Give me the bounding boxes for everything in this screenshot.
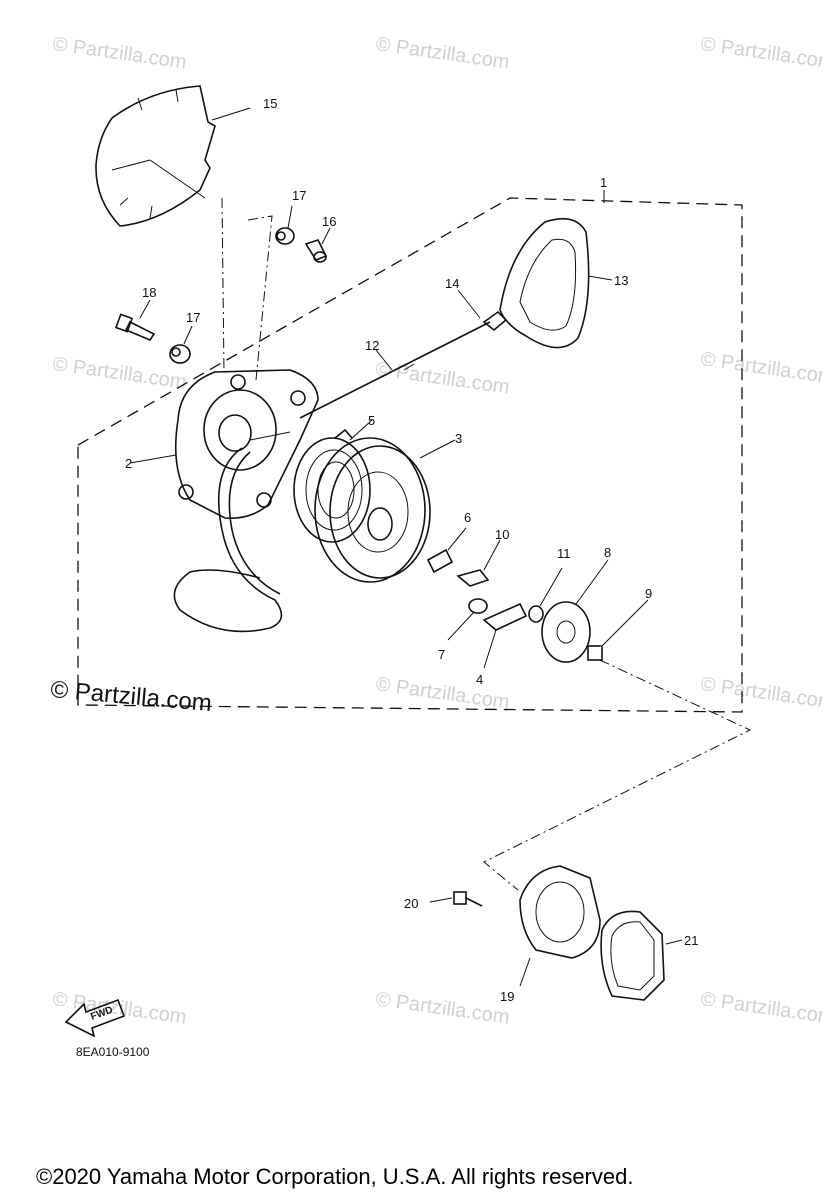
watermark: © Partzilla.com (699, 673, 823, 714)
callout-label: 18 (142, 285, 156, 300)
watermarks: © Partzilla.com © Partzilla.com © Partzi… (51, 33, 823, 1029)
part-12-rope (299, 321, 491, 419)
part-4-guide (482, 602, 528, 669)
part-9-bolt (587, 599, 649, 661)
callout-label: 17 (186, 310, 200, 325)
callout-label: 5 (368, 413, 375, 428)
watermark: © Partzilla.com (374, 673, 511, 714)
watermark: © Partzilla.com (374, 988, 511, 1029)
callout-label: 8 (604, 545, 611, 560)
callout-label: 21 (684, 933, 698, 948)
callout-label: 3 (455, 431, 462, 446)
callout-label: 7 (438, 647, 445, 662)
copyright-text: ©2020 Yamaha Motor Corporation, U.S.A. A… (36, 1164, 633, 1189)
watermark: © Partzilla.com (374, 33, 511, 74)
callout-label: 10 (495, 527, 509, 542)
watermark: © Partzilla.com (699, 348, 823, 389)
assembly-boundary (77, 197, 743, 713)
watermark: © Partzilla.com (699, 33, 823, 74)
part-2-housing (129, 369, 319, 520)
watermark: © Partzilla.com (51, 353, 188, 394)
part-20-bolt (429, 891, 483, 907)
part-8-plate (541, 559, 609, 663)
part-21-gasket (600, 910, 683, 1001)
callout-label: 12 (365, 338, 379, 353)
part-16-bushing (304, 227, 331, 263)
watermark: © Partzilla.com (51, 988, 188, 1029)
callout-label: 17 (292, 188, 306, 203)
part-17-collar (275, 205, 295, 245)
part-14-knot (457, 289, 508, 332)
callouts: 1 2 3 4 5 6 7 8 9 10 11 12 13 14 15 16 1… (125, 96, 698, 1004)
callout-label: 2 (125, 456, 132, 471)
part-5-spring (293, 419, 373, 543)
part-6-spring (426, 527, 467, 574)
wire-harness (173, 447, 283, 633)
part-19-cover (519, 865, 601, 987)
callout-label: 13 (614, 273, 628, 288)
watermark: © Partzilla.com (699, 988, 823, 1029)
part-15-decal (95, 85, 251, 227)
watermark: © Partzilla.com (374, 358, 511, 399)
part-18-bolt (114, 299, 156, 341)
part-11-washer (528, 567, 563, 623)
callout-label: 15 (263, 96, 277, 111)
part-7-spring (447, 598, 488, 641)
callout-label: 4 (476, 672, 483, 687)
callout-label: 16 (322, 214, 336, 229)
part-17-collar-lower (169, 325, 193, 364)
callout-label: 9 (645, 586, 652, 601)
diagram-code: 8EA010-9100 (76, 1045, 150, 1059)
connection-line (483, 659, 752, 891)
part-10-pawl (456, 539, 501, 587)
watermark: © Partzilla.com (51, 33, 188, 74)
callout-label: 19 (500, 989, 514, 1004)
callout-label: 1 (600, 175, 607, 190)
connection-line (247, 215, 273, 381)
part-3-pulley (314, 437, 456, 583)
callout-label: 14 (445, 276, 459, 291)
callout-label: 11 (557, 546, 571, 561)
connection-line (221, 197, 225, 373)
part-13-handle (499, 217, 613, 349)
callout-label: 6 (464, 510, 471, 525)
callout-label: 20 (404, 896, 418, 911)
watermark-primary: © Partzilla.com (49, 676, 212, 717)
